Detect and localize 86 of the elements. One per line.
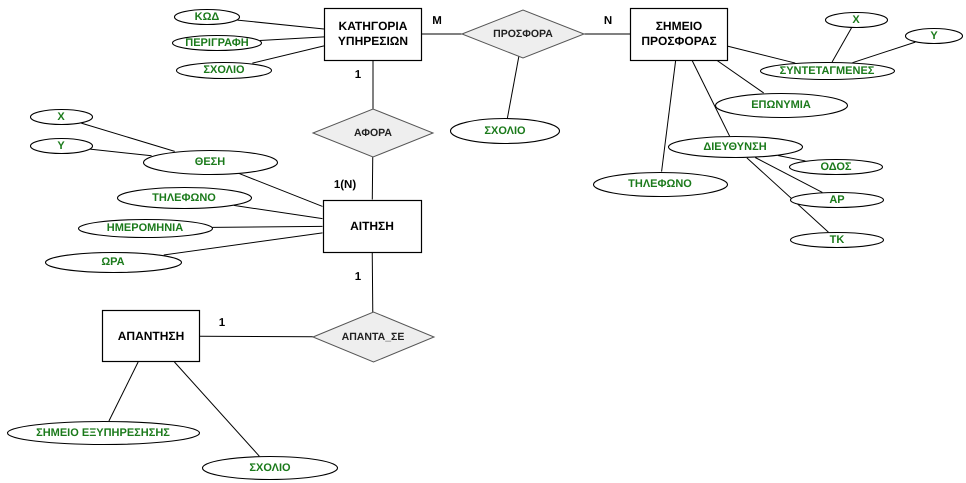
attribute-name: ΤΚ — [830, 234, 844, 246]
connector-line — [233, 204, 323, 220]
attribute-name: Χ — [852, 14, 860, 26]
entity-box — [102, 310, 200, 362]
attribute-ellipse — [668, 136, 802, 158]
attribute-ellipse — [202, 456, 338, 480]
connector-line — [90, 148, 152, 156]
cardinality-label: 1 — [354, 271, 362, 283]
attribute-ellipse — [30, 138, 92, 154]
attribute-ellipse — [450, 118, 560, 144]
connector-line — [716, 60, 764, 94]
attribute-ellipse — [592, 172, 728, 196]
attribute-ellipse — [790, 232, 884, 248]
attribute-ellipse — [176, 62, 272, 78]
connector-line — [80, 122, 176, 152]
entity-name: ΚΑΤΗΓΟΡΙΑ ΥΠΗΡΕΣΙΩΝ — [336, 19, 410, 49]
attribute-ellipse — [714, 92, 848, 118]
connector-line — [852, 42, 916, 64]
relationship-name: ΠΡΟΣΦΟΡΑ — [493, 28, 553, 40]
attribute-name: ΤΗΛΕΦΩΝΟ — [628, 178, 692, 190]
attribute-name: ΕΠΩΝΥΜΙΑ — [751, 99, 811, 111]
connector-line — [252, 45, 324, 64]
entity-box — [322, 200, 422, 252]
connector-line — [661, 60, 676, 172]
attribute-ellipse — [172, 35, 262, 51]
cardinality-label: 1(N) — [332, 179, 358, 191]
entity-name: ΣΗΜΕΙΟ ΠΡΟΣΦΟΡΑΣ — [640, 19, 718, 49]
connector-line — [212, 226, 323, 228]
connector-line — [259, 36, 324, 42]
attribute-ellipse — [789, 159, 883, 175]
relationship-diamond — [462, 10, 584, 58]
attribute-ellipse — [6, 421, 200, 445]
attribute-ellipse — [824, 12, 888, 28]
attribute-name: ΣΥΝΤΕΤΑΓΜΕΝΕΣ — [780, 65, 874, 77]
connector-line — [506, 56, 520, 118]
connector-line — [692, 60, 730, 137]
attribute-name: ΗΜΕΡΟΜΗΝΙΑ — [106, 222, 184, 234]
attribute-ellipse — [78, 218, 212, 238]
cardinality-label: N — [602, 15, 614, 27]
connector-line — [163, 232, 323, 256]
attribute-name: Χ — [57, 111, 65, 123]
entity-box — [630, 8, 728, 60]
attribute-name: Υ — [930, 30, 938, 42]
cardinality-label: 1 — [218, 317, 226, 329]
cardinality-label: 1 — [354, 69, 362, 81]
attribute-ellipse — [30, 109, 92, 125]
relationship-name: ΑΠΑΝΤΑ_ΣΕ — [342, 331, 404, 343]
attribute-name: ΘΕΣΗ — [194, 156, 226, 168]
connector-line — [746, 157, 829, 233]
relationship-name: ΑΦΟΡΑ — [354, 127, 392, 139]
connector-line — [372, 60, 374, 110]
entity-name: ΑΙΤΗΣΗ — [350, 218, 394, 234]
attribute-name: ΤΗΛΕΦΩΝΟ — [152, 192, 216, 204]
attribute-ellipse — [760, 62, 894, 80]
connector-line — [832, 27, 852, 63]
connector-line — [728, 46, 796, 64]
attribute-ellipse — [174, 9, 240, 25]
connector-line — [200, 336, 314, 338]
cardinality-label: M — [431, 15, 443, 27]
attribute-name: ΑΡ — [829, 194, 845, 206]
attribute-name: ΟΔΟΣ — [820, 161, 852, 173]
relationship-diamond — [313, 109, 433, 157]
connector-line — [372, 156, 374, 200]
attribute-name: ΠΕΡΙΓΡΑΦΗ — [185, 37, 249, 49]
connector-line — [174, 362, 260, 457]
attribute-ellipse — [790, 192, 884, 208]
connector-line — [372, 252, 374, 313]
connector-line — [236, 20, 324, 30]
attribute-name: ΚΩΔ — [194, 11, 220, 23]
entity-name: ΑΠΑΝΤΗΣΗ — [118, 328, 184, 344]
connector-line — [238, 172, 323, 207]
attribute-name: ΣΧΟΛΙΟ — [249, 462, 291, 474]
attribute-name: ΣΧΟΛΙΟ — [484, 125, 526, 137]
attribute-name: Υ — [57, 140, 65, 152]
attribute-name: ΣΧΟΛΙΟ — [203, 64, 245, 76]
connector-line — [777, 155, 806, 162]
relationship-diamond — [312, 312, 434, 362]
attribute-name: ΣΗΜΕΙΟ ΕΞΥΠΗΡΕΣΗΣΗΣ — [36, 427, 170, 439]
entity-box — [324, 8, 422, 60]
attribute-ellipse — [142, 150, 278, 174]
attribute-ellipse — [905, 28, 963, 44]
attribute-ellipse — [116, 187, 252, 209]
connector-line — [108, 362, 139, 422]
attribute-name: ΩΡΑ — [101, 256, 125, 268]
attribute-name: ΔΙΕΥΘΥΝΣΗ — [703, 141, 767, 153]
attribute-ellipse — [44, 252, 182, 272]
